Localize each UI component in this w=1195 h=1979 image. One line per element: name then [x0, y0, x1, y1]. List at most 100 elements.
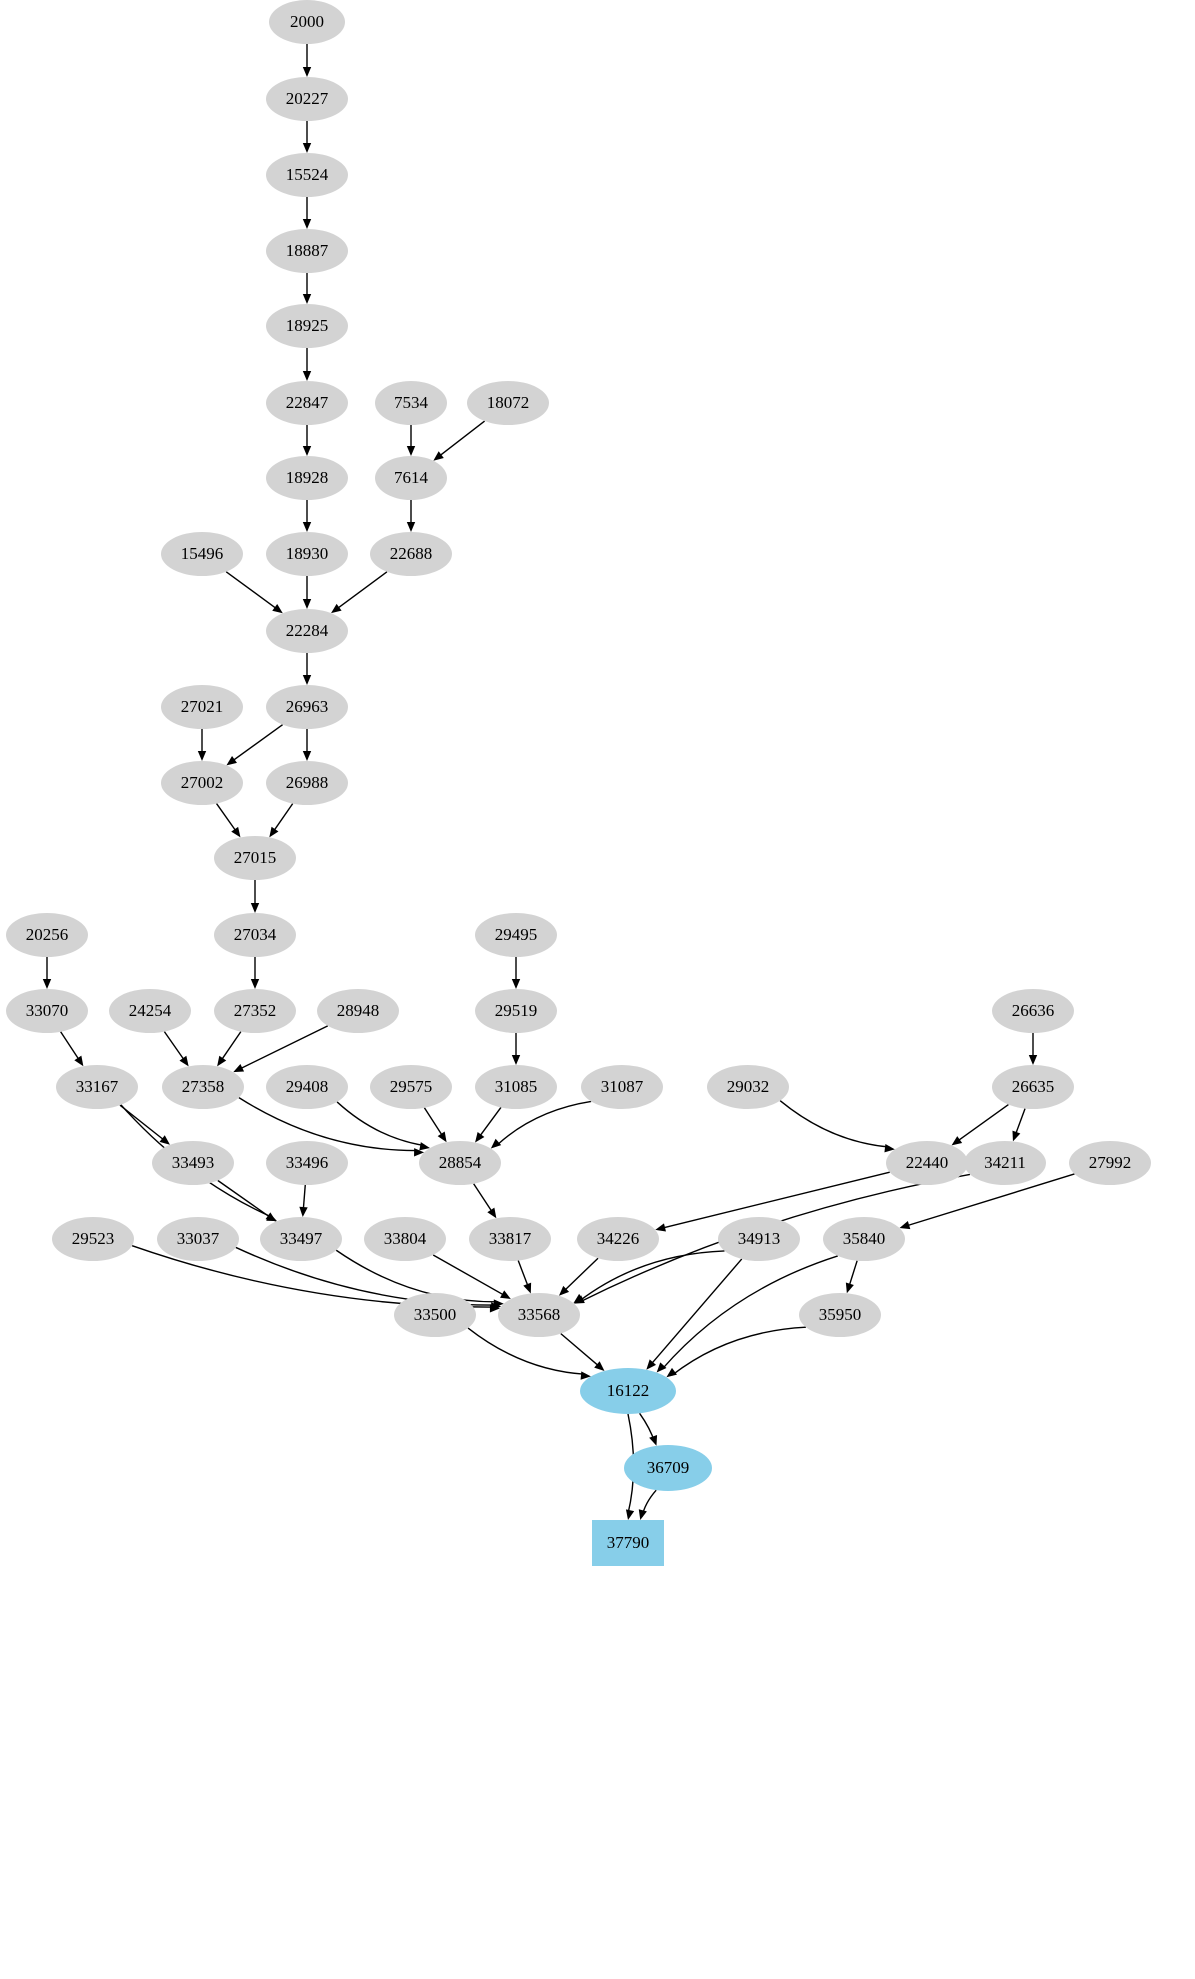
graph-node[interactable]: 7614 [375, 456, 447, 500]
graph-node[interactable]: 26988 [266, 761, 348, 805]
graph-edge [467, 1327, 586, 1375]
graph-node[interactable]: 37790 [592, 1520, 664, 1566]
graph-node[interactable]: 33817 [469, 1217, 551, 1261]
graph-node[interactable]: 22440 [886, 1141, 968, 1185]
graph-node[interactable]: 34211 [964, 1141, 1046, 1185]
node-shape-ellipse [6, 989, 88, 1033]
graph-node[interactable]: 33568 [498, 1293, 580, 1337]
graph-node[interactable]: 18887 [266, 229, 348, 273]
graph-node[interactable]: 22847 [266, 381, 348, 425]
graph-node[interactable]: 18928 [266, 456, 348, 500]
node-label: 29575 [390, 1077, 433, 1096]
graph-node[interactable]: 24254 [109, 989, 191, 1033]
node-shape-ellipse [475, 1065, 557, 1109]
graph-edge [225, 571, 280, 611]
graph-node[interactable]: 33497 [260, 1217, 342, 1261]
graph-node[interactable]: 33037 [157, 1217, 239, 1261]
edge-arrowhead [487, 1207, 497, 1219]
edge-arrowhead [845, 1282, 854, 1294]
edge-arrowhead [437, 1131, 447, 1143]
graph-edge [905, 1173, 1075, 1227]
node-shape-ellipse [1069, 1141, 1151, 1185]
graph-node[interactable]: 36709 [624, 1445, 712, 1491]
edge-arrowhead [899, 1221, 911, 1230]
node-shape-ellipse [266, 532, 348, 576]
graph-node[interactable]: 2000 [269, 0, 345, 44]
graph-edge [334, 571, 388, 611]
node-shape-ellipse [370, 532, 452, 576]
graph-node[interactable]: 29408 [266, 1065, 348, 1109]
graph-node[interactable]: 20227 [266, 77, 348, 121]
node-shape-ellipse [317, 989, 399, 1033]
node-shape-ellipse [364, 1217, 446, 1261]
node-label: 33804 [384, 1229, 427, 1248]
graph-node[interactable]: 33496 [266, 1141, 348, 1185]
graph-node[interactable]: 18925 [266, 304, 348, 348]
graph-edge [423, 1107, 445, 1140]
graph-node[interactable]: 15524 [266, 153, 348, 197]
graph-node[interactable]: 27352 [214, 989, 296, 1033]
edge-arrowhead [523, 1282, 532, 1294]
graph-node[interactable]: 34913 [718, 1217, 800, 1261]
edge-arrowhead [302, 67, 312, 77]
graph-node[interactable]: 15496 [161, 532, 243, 576]
edge-arrowhead [233, 1063, 245, 1073]
graph-node[interactable]: 28948 [317, 989, 399, 1033]
graph-node[interactable]: 18930 [266, 532, 348, 576]
graph-node[interactable]: 20256 [6, 913, 88, 957]
graph-node[interactable]: 29575 [370, 1065, 452, 1109]
graph-node[interactable]: 29495 [475, 913, 557, 957]
graph-node[interactable]: 7534 [375, 381, 447, 425]
graph-node[interactable]: 29519 [475, 989, 557, 1033]
node-label: 22688 [390, 544, 433, 563]
graph-node[interactable]: 27992 [1069, 1141, 1151, 1185]
graph-node[interactable]: 26963 [266, 685, 348, 729]
graph-node[interactable]: 26636 [992, 989, 1074, 1033]
node-shape-ellipse [214, 836, 296, 880]
edge-arrowhead [419, 1142, 430, 1151]
graph-node[interactable]: 18072 [467, 381, 549, 425]
node-shape-ellipse [581, 1065, 663, 1109]
graph-node[interactable]: 27002 [161, 761, 243, 805]
graph-node[interactable]: 27021 [161, 685, 243, 729]
node-label: 31085 [495, 1077, 538, 1096]
node-label: 15524 [286, 165, 329, 184]
graph-edge [163, 1031, 187, 1064]
graph-node[interactable]: 33493 [152, 1141, 234, 1185]
graph-node[interactable]: 22284 [266, 609, 348, 653]
graph-node[interactable]: 31085 [475, 1065, 557, 1109]
graph-node[interactable]: 16122 [580, 1368, 676, 1414]
edge-arrowhead [265, 1212, 277, 1222]
graph-edge [336, 1101, 426, 1147]
graph-node[interactable]: 33804 [364, 1217, 446, 1261]
graph-node[interactable]: 35840 [823, 1217, 905, 1261]
graph-edge [955, 1104, 1009, 1144]
graph-node[interactable]: 33500 [394, 1293, 476, 1337]
node-label: 33817 [489, 1229, 532, 1248]
edge-arrowhead [302, 446, 312, 456]
node-shape-ellipse [152, 1141, 234, 1185]
graph-node[interactable]: 27015 [214, 836, 296, 880]
graph-edge [661, 1255, 838, 1370]
graph-node[interactable]: 33167 [56, 1065, 138, 1109]
graph-node[interactable]: 28854 [419, 1141, 501, 1185]
edge-arrowhead [179, 1055, 189, 1067]
node-shape-ellipse [707, 1065, 789, 1109]
graph-node[interactable]: 33070 [6, 989, 88, 1033]
graph-node[interactable]: 22688 [370, 532, 452, 576]
edge-arrowhead [558, 1285, 570, 1296]
graph-node[interactable]: 27034 [214, 913, 296, 957]
graph-node[interactable]: 29523 [52, 1217, 134, 1261]
graph-node[interactable]: 34226 [577, 1217, 659, 1261]
node-shape-ellipse [266, 304, 348, 348]
node-shape-ellipse [375, 381, 447, 425]
edge-arrowhead [331, 603, 342, 614]
graph-node[interactable]: 35950 [799, 1293, 881, 1337]
graph-node[interactable]: 29032 [707, 1065, 789, 1109]
graph-node[interactable]: 26635 [992, 1065, 1074, 1109]
edge-arrowhead [951, 1136, 963, 1146]
graph-node[interactable]: 31087 [581, 1065, 663, 1109]
node-label: 33070 [26, 1001, 69, 1020]
graph-node[interactable]: 27358 [162, 1065, 244, 1109]
